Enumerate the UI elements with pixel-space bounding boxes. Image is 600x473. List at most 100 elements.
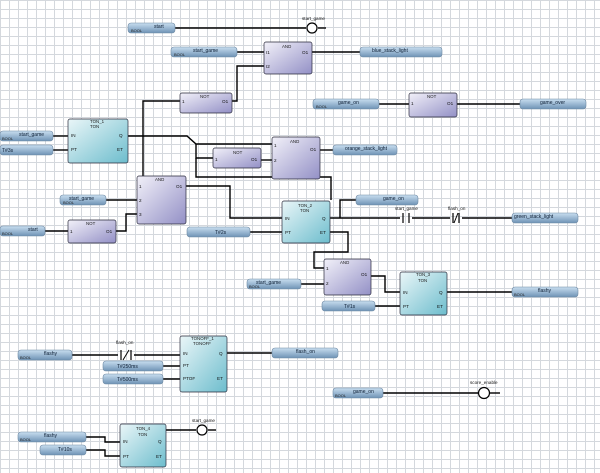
pin-1: 1	[411, 101, 414, 106]
not-block-4[interactable]: NOT 1 O1	[67, 219, 117, 244]
var-t250ms[interactable]: T#250ms	[102, 360, 164, 372]
and-block-4[interactable]: AND 1 2 O1	[323, 258, 372, 296]
not-block-3[interactable]: NOT 1 O1	[212, 147, 262, 169]
var-game-over[interactable]: game_over	[519, 98, 587, 110]
var-t3s[interactable]: T#3s	[0, 144, 54, 156]
var-orange-stack-light[interactable]: orange_stack_light	[332, 144, 398, 156]
var-start-game-and3[interactable]: start_game BOOL	[246, 278, 302, 290]
wire	[116, 213, 137, 232]
and-block-1[interactable]: AND I1 I2 O1	[263, 41, 313, 75]
contact-flash-on-negated-2[interactable]: flash_on	[116, 340, 134, 361]
var-flashy-out[interactable]: flashy BOOL	[511, 286, 579, 298]
block-type: NOT	[86, 221, 96, 226]
var-value: start_game	[193, 48, 218, 54]
var-t2s[interactable]: T#2s	[186, 226, 251, 238]
var-flashy-in[interactable]: flashy BOOL	[17, 349, 73, 361]
var-game-on-coil[interactable]: game_on	[355, 194, 419, 206]
coils: start_game score_enable start_game	[192, 16, 498, 436]
var-t500ms[interactable]: T#500ms	[102, 373, 164, 385]
block-name: TON_1	[90, 119, 105, 124]
pin-et: ET	[156, 454, 162, 459]
pin-1: 1	[70, 229, 73, 234]
and-block-3[interactable]: AND 1 2 O1	[271, 136, 321, 180]
var-game-on-bottom[interactable]: game_on BOOL	[332, 387, 384, 399]
block-type: NOT	[200, 94, 210, 99]
var-type: BOOL	[316, 104, 328, 109]
var-start-top[interactable]: start BOOL	[127, 22, 176, 34]
pin-pt: PT	[123, 454, 129, 459]
wire	[186, 185, 282, 219]
var-type: BOOL	[20, 437, 32, 442]
var-t1s[interactable]: T#1s	[321, 300, 376, 312]
pin-q: Q	[219, 351, 223, 356]
var-value: game_on	[353, 389, 374, 395]
tonoff-block[interactable]: TONOFF_1 TONOFF IN PT PTOF Q ET	[179, 335, 228, 393]
coil-start-game-bottom[interactable]	[196, 424, 208, 436]
pin-o1: O1	[361, 272, 368, 277]
var-value: T#3s	[2, 148, 14, 154]
pin-1: 1	[182, 99, 185, 104]
pin-1: 1	[215, 157, 218, 162]
and-block-2[interactable]: AND 1 2 3 O1	[136, 175, 187, 225]
pin-o1: O1	[302, 50, 309, 55]
pin-pt: PT	[71, 147, 77, 152]
contact-flash-on-negated[interactable]: flash_on	[448, 206, 466, 224]
var-game-on-not[interactable]: game_on BOOL	[312, 98, 380, 110]
var-start-not2[interactable]: start BOOL	[0, 225, 46, 237]
var-type: BOOL	[335, 393, 347, 398]
ton-block-4[interactable]: TON_4 TON IN PT Q ET	[119, 423, 167, 468]
not-block-1[interactable]: NOT 1 O1	[179, 92, 233, 114]
wire	[371, 275, 400, 293]
variables: start BOOL start_game BOOL blue_stack_li…	[0, 22, 587, 456]
var-green-stack-light[interactable]: green_stack_light	[511, 212, 579, 224]
block-type: TON	[90, 124, 99, 129]
pin-i1: I1	[266, 50, 270, 55]
pin-1: 1	[326, 266, 329, 271]
var-start-game-and1[interactable]: start_game BOOL	[170, 46, 238, 58]
wire	[128, 100, 180, 137]
block-type: NOT	[233, 150, 243, 155]
var-blue-stack-light[interactable]: blue_stack_light	[359, 46, 443, 58]
var-value: T#1s	[344, 304, 356, 310]
contact-start-game[interactable]: start_game	[395, 206, 418, 223]
var-start-game-ton1[interactable]: start_game BOOL	[0, 130, 54, 142]
pin-ptof: PTOF	[183, 376, 195, 381]
pin-q: Q	[119, 133, 123, 138]
var-value: flash_on	[296, 349, 315, 355]
pin-o1: O1	[310, 147, 317, 152]
pin-q: Q	[158, 439, 162, 444]
pin-in: IN	[123, 439, 128, 444]
ton-block-2[interactable]: TON_2 TON IN PT Q ET	[281, 200, 331, 244]
block-name: TON_2	[298, 203, 313, 208]
pin-2: 2	[139, 198, 142, 203]
var-value: start	[154, 24, 164, 30]
wire	[313, 231, 349, 269]
coil-start-game[interactable]	[306, 22, 318, 34]
block-type: NOT	[427, 94, 437, 99]
pin-et: ET	[437, 304, 443, 309]
pin-1: 1	[274, 143, 277, 148]
wire	[195, 158, 332, 200]
not-block-2[interactable]: NOT 1 O1	[408, 92, 458, 118]
block-type: TON	[138, 432, 147, 437]
var-start-game-and2[interactable]: start_game BOOL	[59, 194, 107, 206]
pin-in: IN	[285, 216, 290, 221]
var-type: BOOL	[249, 284, 261, 289]
var-t10s[interactable]: T#10s	[39, 444, 87, 456]
pin-3: 3	[139, 212, 142, 217]
pin-q: Q	[439, 290, 443, 295]
coil-start-game-bottom-label: start_game	[192, 418, 215, 423]
var-value: start	[28, 227, 38, 233]
var-type: BOOL	[131, 28, 143, 33]
var-type: BOOL	[2, 231, 14, 236]
var-value: orange_stack_light	[345, 146, 388, 152]
contact-flash-on-label: flash_on	[448, 206, 466, 211]
var-flash-on-out[interactable]: flash_on	[271, 347, 339, 359]
var-value: start_game	[19, 132, 44, 138]
var-flashy-ton4[interactable]: flashy BOOL	[17, 431, 87, 443]
ton-block-3[interactable]: TON_3 TON IN PT Q ET	[399, 271, 448, 316]
coil-score-enable[interactable]	[477, 386, 491, 400]
block-type: AND	[290, 139, 299, 144]
ton-block-1[interactable]: TON_1 TON IN PT Q ET	[67, 118, 129, 164]
